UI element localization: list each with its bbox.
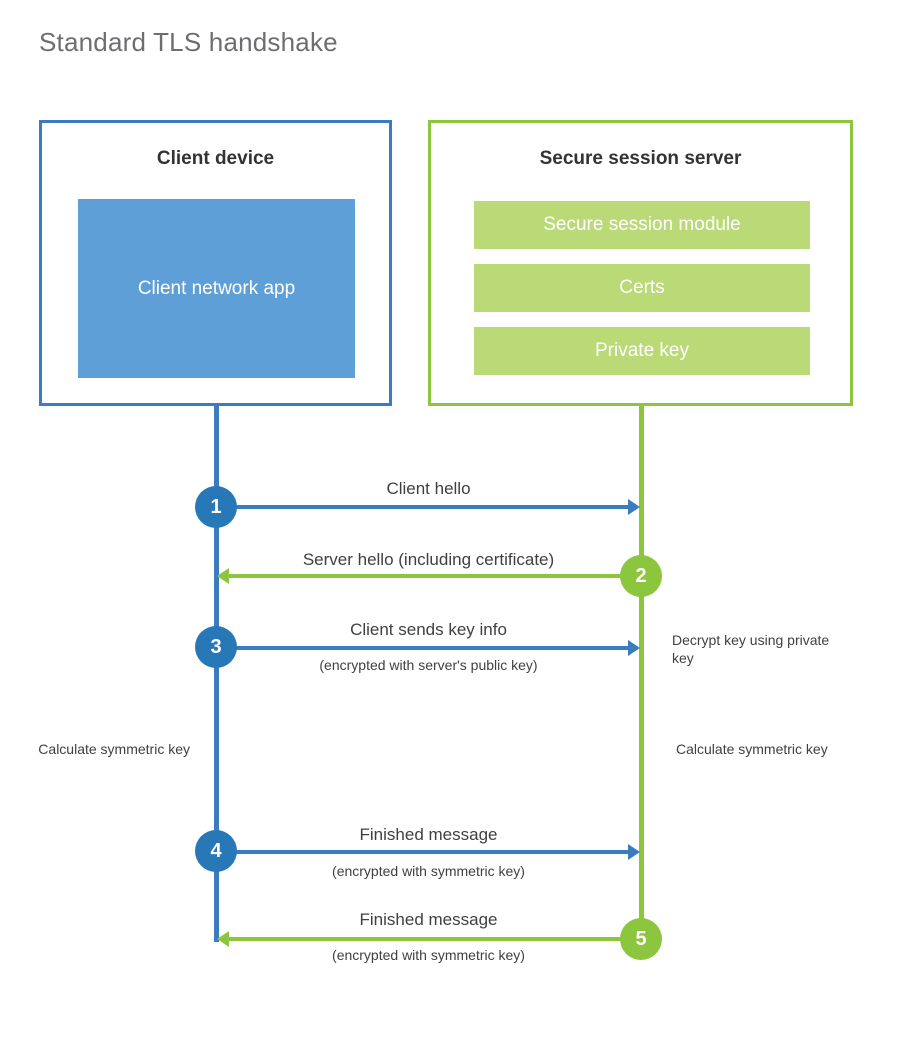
annotation-server-calculate-symmetric-key: Calculate symmetric key [676, 741, 828, 757]
step-3-arrow [216, 640, 640, 656]
arrow-head-right-icon [628, 844, 640, 860]
client-device-box: Client device Client network app [39, 120, 392, 406]
step-4-circle[interactable]: 4 [195, 830, 237, 872]
annotation-client-calculate-symmetric-key: Calculate symmetric key [38, 741, 190, 757]
server-block-secure-session-module: Secure session module [474, 201, 810, 249]
page-title: Standard TLS handshake [39, 27, 338, 57]
server-block-certs: Certs [474, 264, 810, 312]
client-device-title: Client device [156, 148, 275, 169]
step-3-label: Client sends key info [350, 620, 507, 639]
arrow-head-left-icon [217, 568, 229, 584]
step-4-sublabel: (encrypted with symmetric key) [332, 863, 525, 879]
step-2-circle[interactable]: 2 [620, 555, 662, 597]
step-1-arrow [216, 499, 640, 515]
client-network-app-block: Client network app [78, 199, 355, 378]
secure-session-server-box: Secure session server Secure session mod… [428, 120, 853, 406]
client-lifeline [214, 406, 219, 942]
step-3-circle[interactable]: 3 [195, 626, 237, 668]
step-1-label: Client hello [386, 479, 471, 498]
step-2-arrow [217, 568, 641, 584]
step-2-label: Server hello (including certificate) [302, 550, 555, 569]
step-5-circle[interactable]: 5 [620, 918, 662, 960]
server-lifeline [639, 406, 644, 940]
arrow-head-right-icon [628, 640, 640, 656]
step-5-arrow [217, 931, 641, 947]
step-3-sublabel: (encrypted with server's public key) [319, 657, 538, 673]
arrow-head-left-icon [217, 931, 229, 947]
server-block-private-key: Private key [474, 327, 810, 375]
annotation-decrypt-key: Decrypt key using private key [672, 632, 830, 667]
step-5-label: Finished message [359, 910, 498, 929]
secure-session-server-title: Secure session server [539, 148, 742, 169]
step-5-sublabel: (encrypted with symmetric key) [332, 947, 525, 963]
step-1-circle[interactable]: 1 [195, 486, 237, 528]
step-4-label: Finished message [359, 825, 498, 844]
arrow-head-right-icon [628, 499, 640, 515]
step-4-arrow [216, 844, 640, 860]
